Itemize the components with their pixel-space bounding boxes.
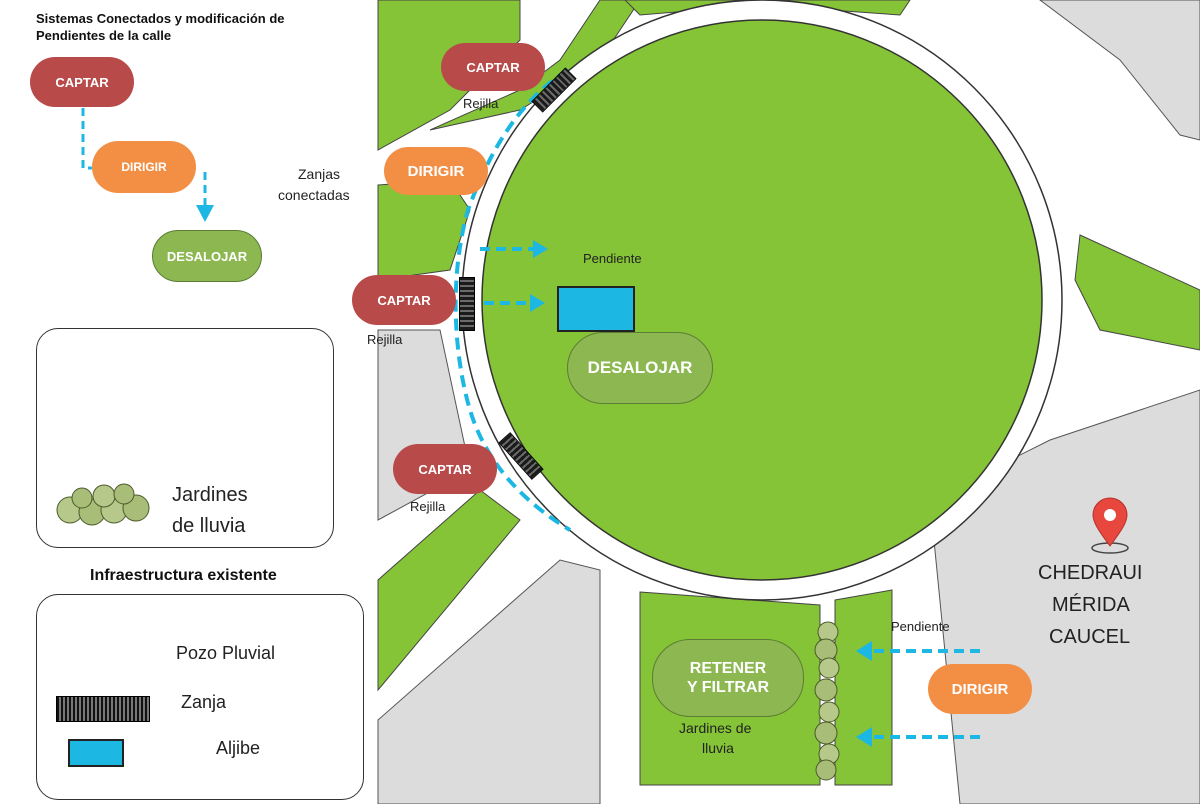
map-retener-line1: RETENER: [689, 660, 767, 677]
connected-trenches-path: [453, 68, 572, 532]
map-rejilla-mid: Rejilla: [367, 332, 403, 347]
map-captar-top: CAPTAR: [441, 43, 545, 91]
grass-bottom-right: [834, 589, 893, 786]
location-pin-icon: [1091, 497, 1129, 554]
aljibe-tank: [557, 286, 635, 332]
rain-garden-trees-icon: [56, 483, 150, 526]
grass-right-mid: [1074, 234, 1200, 351]
legend-zanja-swatch: [56, 696, 150, 722]
pavement-block-bottom-left: [377, 559, 601, 804]
legend-aljibe: Aljibe: [216, 738, 261, 758]
map-rejilla-bottom: Rejilla: [410, 499, 446, 514]
map-zanjas-line2: conectadas: [278, 187, 350, 203]
flow-arrow-icon: [856, 727, 980, 747]
map-pendiente-center: Pendiente: [583, 251, 642, 266]
map-retener-line2: Y FILTRAR: [686, 679, 770, 696]
map-pendiente-bottom: Pendiente: [891, 619, 950, 634]
trench-mid: [459, 277, 475, 331]
legend-pozo: Pozo Pluvial: [176, 643, 276, 663]
legend-jardines-line2: de lluvia: [172, 515, 246, 537]
legend-captar: CAPTAR: [30, 57, 134, 107]
grass-left-lower: [377, 489, 521, 692]
legend-aljibe-swatch: [68, 739, 124, 767]
legend-desalojar: DESALOJAR: [152, 230, 262, 282]
flow-arrow-icon: [196, 172, 214, 222]
legend-zanja: Zanja: [181, 692, 227, 712]
map-place-line2: MÉRIDA: [1052, 594, 1130, 616]
flow-arrow-icon: [484, 294, 545, 312]
map-place-line3: CAUCEL: [1049, 626, 1131, 648]
rain-garden-trees-icon: [814, 621, 840, 781]
page-title: Sistemas Conectados y modificación de Pe…: [36, 11, 285, 43]
map-retener-filtrar: RETENER Y FILTRAR: [652, 639, 804, 717]
legend-jardines-line1: Jardines: [172, 484, 248, 506]
flow-arrow-icon: [856, 641, 980, 661]
map-place-line1: CHEDRAUI: [1038, 562, 1143, 584]
map-dirigir-left: DIRIGIR: [384, 147, 488, 195]
map-captar-bottom: CAPTAR: [393, 444, 497, 494]
map-captar-mid: CAPTAR: [352, 275, 456, 325]
pavement-block-top-right: [1039, 0, 1200, 141]
legend-dirigir: DIRIGIR: [92, 141, 196, 193]
legend-heading-infra: Infraestructura existente: [90, 567, 277, 584]
roundabout-island: [481, 19, 1043, 581]
map-desalojar-center: DESALOJAR: [567, 332, 713, 404]
map-jardines-line1: Jardines de: [679, 720, 752, 736]
flow-arrow-icon: [480, 240, 548, 258]
map-jardines-line2: lluvia: [702, 740, 734, 756]
map-rejilla-top: Rejilla: [463, 96, 499, 111]
flow-arrow-icon: [81, 108, 92, 170]
map-zanjas-line1: Zanjas: [298, 166, 341, 182]
map-dirigir-right: DIRIGIR: [928, 664, 1032, 714]
